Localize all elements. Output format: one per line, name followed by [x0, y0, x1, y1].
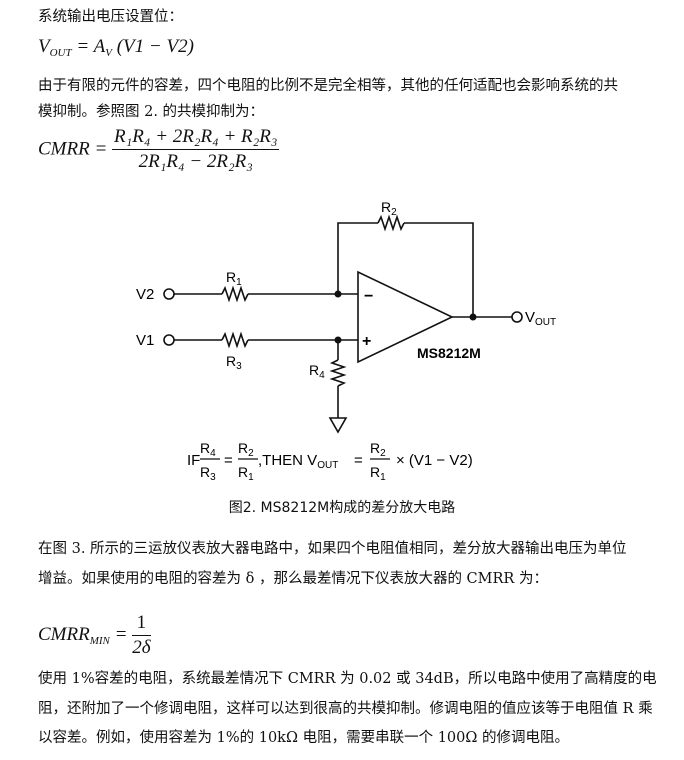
label-noninverting-input: +: [362, 333, 371, 350]
label-r3: R3: [226, 353, 242, 372]
label-v2: V2: [136, 286, 154, 303]
svg-text:R2: R2: [238, 440, 254, 459]
label-r4: R4: [309, 362, 325, 381]
label-chip-name: MS8212M: [417, 345, 481, 361]
svg-text:R3: R3: [200, 464, 216, 483]
para-trim-resistor-line3: 以容差。例如，使用容差为 1%的 10kΩ 电阻，需要串联一个 100Ω 的修调…: [38, 730, 570, 746]
equation-cmrr-min: CMRRMIN = 1 2δ: [38, 612, 151, 658]
cmrr-min-fraction: 1 2δ: [132, 612, 151, 658]
condition-formula: IF R4 R3 = R2 R1 ,THEN VOUT = R2 R1 × (V…: [187, 440, 473, 483]
para-tolerance-line2: 模抑制。参照图 2. 的共模抑制为：: [38, 104, 265, 120]
label-inverting-input: −: [364, 288, 373, 305]
cmrr-fraction: R₁R₄ + 2R₂R₄ + R₂R₃ 2R₁R₄ − 2R₂R₃: [112, 126, 280, 172]
svg-text:R4: R4: [200, 440, 216, 459]
differential-amplifier-circuit: R2 R1 R3 R4 V2 V1 VOUT − + MS8212M IF R4…: [136, 199, 556, 483]
para-output-voltage-intro: 系统输出电压设置位：: [38, 9, 183, 25]
svg-text:R1: R1: [238, 464, 254, 483]
equation-cmrr: CMRR = R₁R₄ + 2R₂R₄ + R₂R₃ 2R₁R₄ − 2R₂R₃: [38, 126, 280, 172]
svg-text:× (V1 − V2): × (V1 − V2): [396, 452, 473, 469]
svg-text:=: =: [224, 452, 233, 469]
label-r1: R1: [226, 269, 242, 288]
para-trim-resistor-line1: 使用 1%容差的电阻，系统最差情况下 CMRR 为 0.02 或 34dB，所以…: [38, 671, 657, 687]
svg-text:IF: IF: [187, 452, 200, 469]
figure-caption: 图2. MS8212M构成的差分放大电路: [228, 500, 456, 516]
junction-dot: [334, 290, 342, 298]
para-trim-resistor-line2: 阻，还附加了一个修调电阻，这样可以达到很高的共模抑制。修调电阻的值应该等于电阻值…: [38, 701, 653, 717]
label-r2: R2: [381, 199, 397, 218]
equation-vout: VOUT = AV (V1 − V2): [38, 36, 194, 59]
junction-dot: [469, 313, 477, 321]
para-instrument-amp-line2: 增益。如果使用的电阻的容差为 δ ，那么最差情况下仪表放大器的 CMRR 为：: [38, 571, 548, 587]
v2-terminal: [163, 288, 175, 300]
svg-text:R1: R1: [370, 464, 386, 483]
v1-terminal: [163, 334, 175, 346]
vout-terminal: [511, 311, 523, 323]
para-tolerance-line1: 由于有限的元件的容差，四个电阻的比例不是完全相等，其他的任何适配也会影响系统的共: [38, 78, 618, 94]
svg-text:R2: R2: [370, 440, 386, 459]
svg-text:,THEN VOUT: ,THEN VOUT: [258, 452, 338, 471]
label-vout: VOUT: [525, 309, 556, 328]
svg-text:=: =: [354, 452, 363, 469]
para-instrument-amp-line1: 在图 3. 所示的三运放仪表放大器电路中，如果四个电阻值相同，差分放大器输出电压…: [38, 541, 627, 557]
junction-dot: [334, 336, 342, 344]
label-v1: V1: [136, 332, 154, 349]
